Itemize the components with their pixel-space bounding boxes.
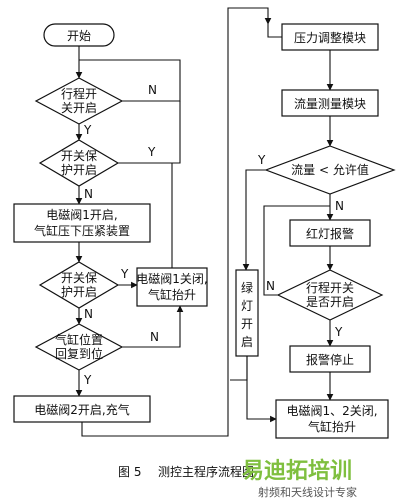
decision-flow-allowed-label: 流量 < 允许值 bbox=[291, 162, 369, 177]
label-n-4: N bbox=[150, 330, 159, 344]
process-valve1-close: 电磁阀1关闭, 气缸抬升 bbox=[136, 267, 208, 307]
label-y-3: Y bbox=[120, 267, 129, 281]
start-node: 开始 bbox=[43, 23, 115, 47]
label-y-4: Y bbox=[83, 373, 92, 387]
decision-travel-switch-open-line1: 行程开关 bbox=[306, 280, 354, 295]
decision-travel-switch-open-line2: 是否开启 bbox=[306, 295, 354, 309]
decision-cylinder-position: 气缸位置 回复到位 bbox=[34, 323, 124, 371]
process-pressure-adjust-label: 压力调整模块 bbox=[294, 30, 366, 45]
decision-travel-switch-open: 行程开关 是否开启 bbox=[276, 269, 384, 321]
process-alarm-stop: 报警停止 bbox=[289, 345, 371, 373]
decision-flow-allowed: 流量 < 允许值 bbox=[264, 145, 396, 195]
decision-switch-protection-1-line1: 开关保 bbox=[61, 149, 97, 163]
decision-switch-protection-2: 开关保 护开启 bbox=[38, 261, 120, 309]
process-flow-measure-label: 流量测量模块 bbox=[294, 97, 366, 111]
watermark-subtitle: 射频和天线设计专家 bbox=[258, 485, 357, 499]
process-pressure-adjust: 压力调整模块 bbox=[281, 23, 379, 51]
decision-cylinder-position-line2: 回复到位 bbox=[55, 346, 103, 361]
label-y-5: Y bbox=[257, 153, 266, 167]
watermark: 易迪拓培训 射频和天线设计专家 bbox=[242, 458, 357, 499]
process-valve2-open-label: 电磁阀2开启,充气 bbox=[34, 402, 129, 417]
process-valve1-open-line2: 气缸压下压紧装置 bbox=[34, 223, 130, 238]
process-red-alarm: 红灯报警 bbox=[289, 219, 371, 247]
label-n-5: N bbox=[335, 199, 344, 213]
process-valve1-open-line1: 电磁阀1开启, bbox=[46, 207, 117, 222]
process-green-light: 绿 灯 开 启 bbox=[235, 269, 259, 357]
caption-title: 测控主程序流程图 bbox=[158, 464, 254, 479]
label-y-6: Y bbox=[334, 325, 343, 339]
decision-travel-switch-line2: 关开启 bbox=[61, 101, 97, 115]
process-valve1-close-line2: 气缸抬升 bbox=[148, 287, 196, 302]
process-valve1-close-line1: 电磁阀1关闭, bbox=[136, 271, 207, 286]
decision-travel-switch-line1: 行程开 bbox=[61, 86, 97, 101]
process-alarm-stop-label: 报警停止 bbox=[306, 352, 354, 367]
process-green-light-char4: 启 bbox=[241, 335, 253, 349]
label-y-1: Y bbox=[83, 123, 92, 137]
process-red-alarm-label: 红灯报警 bbox=[306, 226, 354, 241]
process-green-light-char2: 灯 bbox=[241, 299, 253, 313]
label-n-6: N bbox=[266, 279, 275, 293]
decision-travel-switch: 行程开 关开启 bbox=[34, 77, 124, 125]
label-n-3: N bbox=[84, 307, 93, 321]
decision-switch-protection-1: 开关保 护开启 bbox=[38, 139, 120, 187]
label-n-2: N bbox=[84, 187, 93, 201]
decision-switch-protection-1-line2: 护开启 bbox=[61, 163, 97, 177]
start-label: 开始 bbox=[67, 29, 91, 43]
caption-figure-number: 图 5 bbox=[118, 465, 141, 479]
watermark-brand: 易迪拓培训 bbox=[242, 458, 352, 484]
process-flow-measure: 流量测量模块 bbox=[281, 89, 379, 117]
process-valve2-open: 电磁阀2开启,充气 bbox=[13, 395, 151, 423]
process-green-light-char1: 绿 bbox=[241, 280, 253, 295]
decision-cylinder-position-line1: 气缸位置 bbox=[55, 332, 103, 347]
label-y-2: Y bbox=[147, 145, 156, 159]
decision-switch-protection-2-line2: 护开启 bbox=[61, 285, 97, 299]
process-valves-close-line2: 气缸抬升 bbox=[308, 419, 356, 434]
process-valves-close: 电磁阀1、2关闭, 气缸抬升 bbox=[275, 399, 389, 439]
label-n-1: N bbox=[148, 83, 157, 97]
process-green-light-char3: 开 bbox=[241, 317, 253, 331]
decision-switch-protection-2-line1: 开关保 bbox=[61, 271, 97, 285]
process-valve1-open: 电磁阀1开启, 气缸压下压紧装置 bbox=[13, 203, 151, 243]
process-valves-close-line1: 电磁阀1、2关闭, bbox=[286, 403, 377, 418]
